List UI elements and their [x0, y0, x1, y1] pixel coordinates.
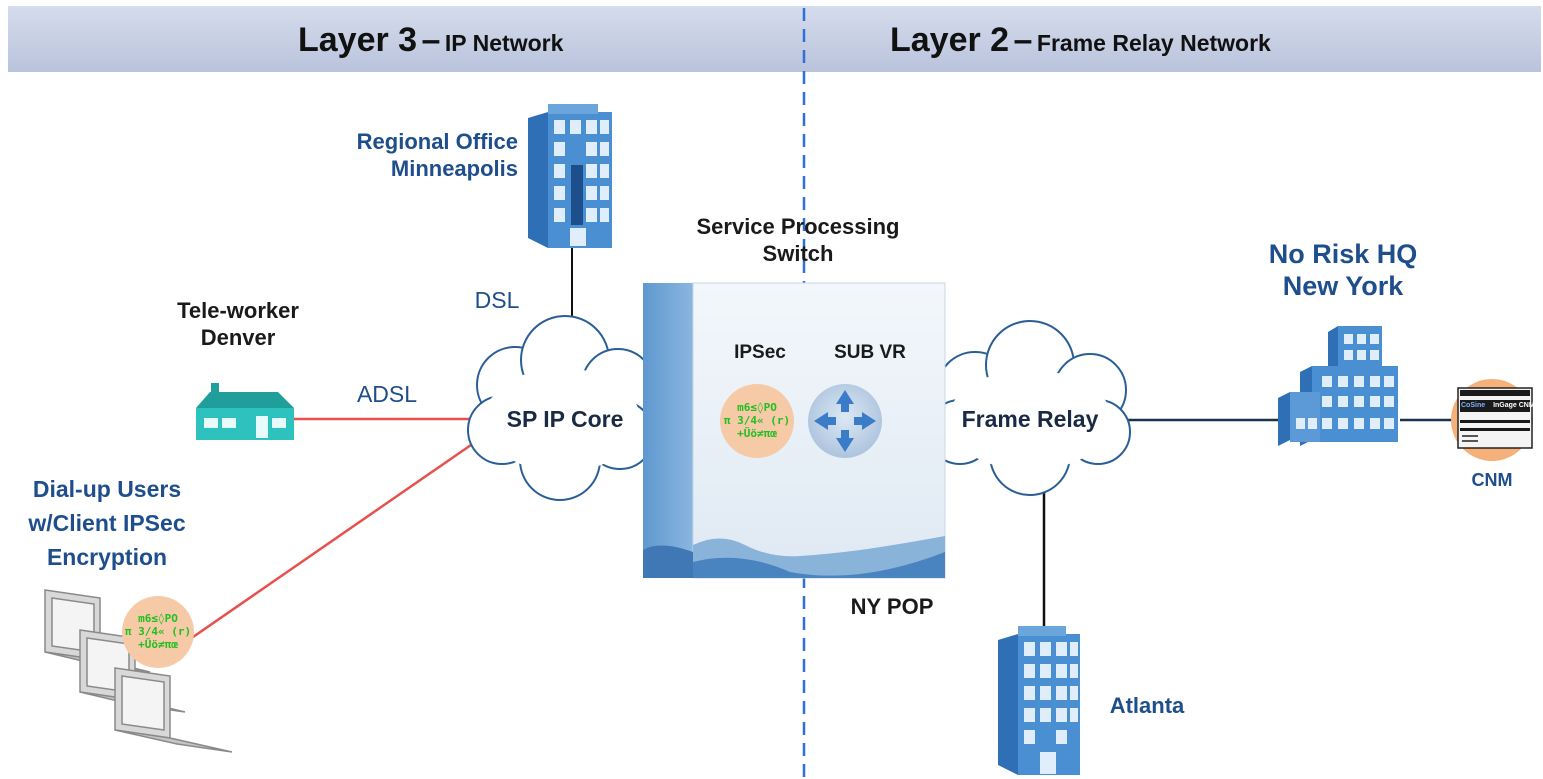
label-line: Denver	[200, 325, 276, 350]
hq-building-icon	[1278, 326, 1398, 446]
ipsec-badge-text: m6≤◊PO π 3/4« (r) +Üö≠πœ	[721, 401, 793, 440]
client-encryption-badge	[122, 596, 194, 668]
dialup-label: Dial-up Users w/Client IPSec Encryption	[0, 472, 214, 574]
badge-line: m6≤◊PO	[138, 612, 178, 625]
label-line: Tele-worker	[177, 298, 299, 323]
header-banner	[8, 6, 1541, 72]
ny-pop-label: NY POP	[850, 594, 934, 619]
badge-line: +Üö≠πœ	[737, 427, 777, 440]
sub-vr-label: SUB VR	[834, 342, 906, 363]
cnm-terminal-icon	[1451, 379, 1533, 461]
ipsec-encryption-badge	[720, 384, 794, 458]
regional-office-building-icon	[528, 104, 612, 248]
layer3-subtitle: IP Network	[444, 30, 564, 56]
service-switch-label: Service Processing Switch	[662, 213, 934, 267]
layer2-title: Layer 2	[890, 21, 1010, 59]
teleworker-label: Tele-worker Denver	[140, 297, 336, 351]
label-line: New York	[1282, 271, 1404, 301]
layer2-header: Layer 2 – Frame Relay Network	[890, 15, 1271, 65]
layer3-dash: –	[421, 21, 441, 59]
laptops-icon	[44, 589, 233, 753]
hq-label: No Risk HQ New York	[1228, 238, 1458, 302]
layer3-title: Layer 3	[298, 21, 418, 59]
sp-ip-core-label: SP IP Core	[506, 406, 624, 432]
frame-relay-label: Frame Relay	[961, 406, 1099, 432]
dialup-link	[179, 434, 485, 648]
frame-relay-cloud	[927, 320, 1131, 496]
dsl-label: DSL	[474, 287, 520, 313]
atlanta-building-icon	[998, 626, 1080, 775]
label-line: Dial-up Users	[32, 476, 182, 502]
regional-office-label: Regional Office Minneapolis	[318, 128, 518, 182]
layer3-header: Layer 3 – IP Network	[298, 15, 563, 65]
badge-line: π 3/4« (r)	[124, 625, 192, 638]
atlanta-label: Atlanta	[1109, 693, 1185, 718]
label-line: Switch	[762, 241, 834, 266]
cnm-product: InGage CNM	[1493, 402, 1535, 409]
label-line: Service Processing	[696, 214, 900, 239]
ipsec-label: IPSec	[734, 342, 786, 363]
badge-line: m6≤◊PO	[737, 401, 777, 414]
house-icon	[196, 383, 294, 440]
cnm-screen-text: CoSine InGage CNM	[1461, 401, 1535, 410]
badge-line: +Üö≠πœ	[138, 638, 178, 651]
label-line: w/Client IPSec	[28, 510, 186, 536]
label-line: Encryption	[46, 544, 168, 570]
layer2-dash: –	[1013, 21, 1033, 59]
badge-line: π 3/4« (r)	[723, 414, 791, 427]
router-icon	[808, 384, 882, 458]
cnm-brand: CoSine	[1461, 402, 1486, 409]
client-badge-text: m6≤◊PO π 3/4« (r) +Üö≠πœ	[122, 612, 194, 651]
label-line: Minneapolis	[390, 156, 518, 181]
service-switch-box	[643, 282, 946, 579]
sp-ip-core-cloud	[467, 315, 655, 501]
layer2-subtitle: Frame Relay Network	[1036, 30, 1271, 56]
adsl-label: ADSL	[356, 381, 418, 407]
cnm-label: CNM	[1471, 470, 1513, 490]
label-line: Regional Office	[356, 129, 518, 154]
label-line: No Risk HQ	[1268, 239, 1418, 269]
